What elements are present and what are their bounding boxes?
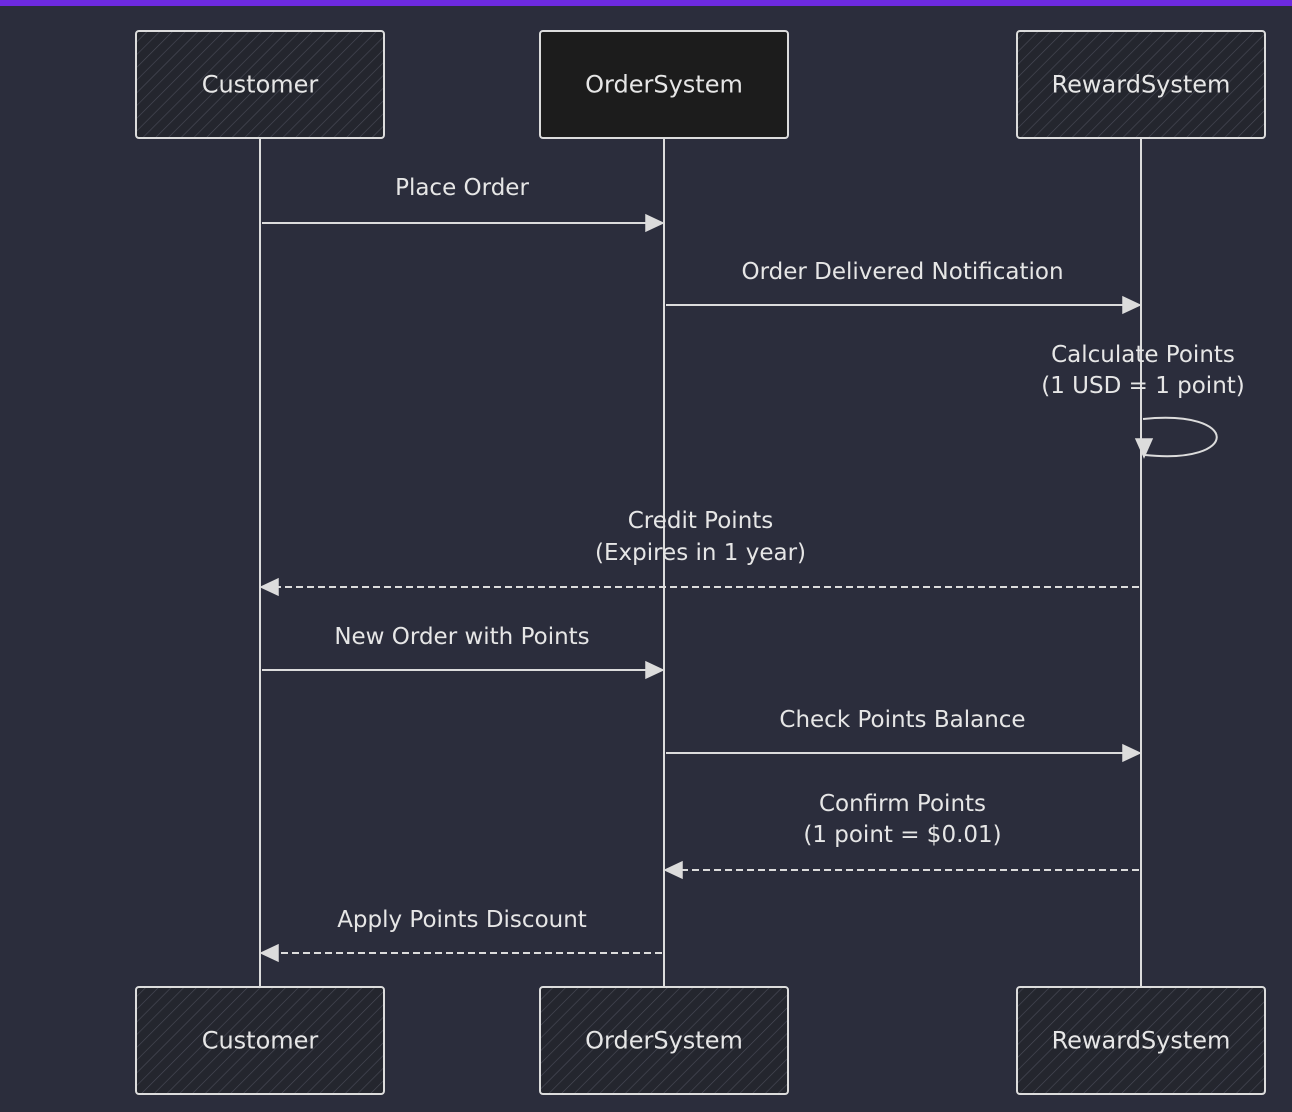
participant-label: OrderSystem	[585, 1027, 743, 1055]
message-label: Credit Points	[628, 508, 774, 534]
participant-box	[135, 30, 385, 139]
message-apply-discount[interactable]: Apply Points Discount	[259, 907, 662, 963]
lifelines-layer	[259, 138, 1142, 987]
participant-box	[135, 986, 385, 1095]
participant-box	[539, 986, 789, 1095]
participant-label: RewardSystem	[1052, 71, 1231, 99]
arrowhead	[645, 213, 665, 233]
message-label: Confirm Points	[819, 791, 986, 817]
message-check-balance[interactable]: Check Points Balance	[666, 707, 1142, 763]
participant-box	[539, 30, 789, 139]
message-label: Apply Points Discount	[337, 907, 587, 933]
arrowhead	[1134, 438, 1154, 459]
message-label: (Expires in 1 year)	[595, 540, 806, 566]
message-confirm-points[interactable]: Confirm Points (1 point = $0.01)	[663, 791, 1139, 880]
message-label: (1 point = $0.01)	[803, 822, 1001, 848]
arrowhead	[1122, 743, 1142, 763]
message-order-delivered[interactable]: Order Delivered Notification	[666, 259, 1142, 315]
participant-box	[1016, 30, 1266, 139]
message-label: New Order with Points	[334, 624, 589, 650]
participant-label: Customer	[202, 71, 319, 99]
message-label: Check Points Balance	[779, 707, 1025, 733]
message-label: Calculate Points	[1051, 342, 1235, 368]
arrowhead	[259, 943, 279, 963]
arrowhead	[663, 860, 683, 880]
participant-reward-top[interactable]: RewardSystem	[1016, 30, 1266, 139]
participant-customer-bottom[interactable]: Customer	[135, 986, 385, 1095]
participant-order-top[interactable]: OrderSystem	[539, 30, 789, 139]
message-place-order[interactable]: Place Order	[262, 175, 665, 233]
arrowhead	[1122, 295, 1142, 315]
message-new-order-points[interactable]: New Order with Points	[262, 624, 665, 680]
message-credit-points[interactable]: Credit Points (Expires in 1 year)	[259, 508, 1139, 597]
participant-label: RewardSystem	[1052, 1027, 1231, 1055]
participant-label: OrderSystem	[585, 71, 743, 99]
arrowhead	[259, 577, 279, 597]
participant-box	[1016, 986, 1266, 1095]
participant-label: Customer	[202, 1027, 319, 1055]
self-message-loop	[1142, 416, 1218, 458]
message-label: (1 USD = 1 point)	[1041, 373, 1245, 399]
top-accent-bar	[0, 0, 1292, 6]
participant-customer-top[interactable]: Customer	[135, 30, 385, 139]
participant-reward-bottom[interactable]: RewardSystem	[1016, 986, 1266, 1095]
message-label: Order Delivered Notification	[741, 259, 1063, 285]
participant-order-bottom[interactable]: OrderSystem	[539, 986, 789, 1095]
message-calculate-points[interactable]: Calculate Points (1 USD = 1 point)	[1041, 342, 1245, 459]
message-label: Place Order	[395, 175, 529, 201]
arrowhead	[645, 660, 665, 680]
